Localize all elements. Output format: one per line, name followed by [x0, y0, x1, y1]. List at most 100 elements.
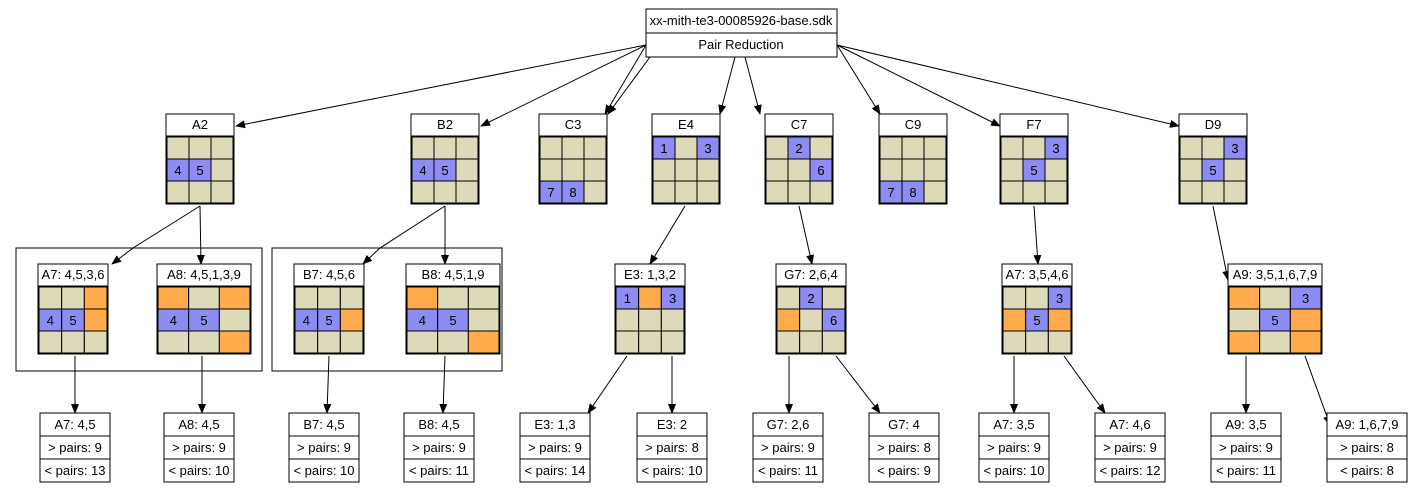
level2-node-7[interactable]: A9: 3,5,1,6,7,935 [1227, 263, 1323, 355]
cell-empty [188, 286, 220, 310]
level3-more: > pairs: 9 [528, 440, 582, 455]
cell-empty [188, 330, 220, 354]
level3-label: G7: 2,6 [767, 417, 810, 432]
cell-value: 5 [449, 313, 456, 328]
cell-empty [1044, 158, 1068, 182]
cell-empty [1000, 136, 1024, 160]
cell-empty [674, 158, 698, 182]
cell-empty [1047, 330, 1072, 354]
cell-empty [660, 330, 685, 354]
cell-candidate [1289, 308, 1322, 332]
edges [71, 44, 1331, 426]
cell-empty [406, 330, 439, 354]
edge-arrow [235, 44, 647, 129]
cell-value: 3 [704, 141, 711, 156]
cell-empty [317, 286, 341, 310]
level3-node-4[interactable]: E3: 1,3> pairs: 9< pairs: 14 [519, 412, 591, 483]
cell-empty [218, 308, 251, 332]
cell-empty [317, 330, 341, 354]
cell-empty [901, 158, 925, 182]
cell-empty [411, 136, 435, 160]
level3-node-1[interactable]: A8: 4,5> pairs: 9< pairs: 10 [163, 412, 235, 483]
cell-value: 5 [1271, 313, 1278, 328]
level2-node-6[interactable]: A7: 3,5,4,635 [1001, 263, 1073, 355]
level3-node-0[interactable]: A7: 4,5> pairs: 9< pairs: 13 [39, 412, 111, 483]
root-node[interactable]: xx-mith-te3-00085926-base.sdk Pair Reduc… [645, 8, 838, 58]
cell-value: 6 [830, 313, 837, 328]
level2-node-5[interactable]: G7: 2,6,426 [775, 263, 847, 355]
edge-arrow [835, 355, 881, 414]
level3-less: < pairs: 13 [44, 463, 105, 478]
cell-candidate [157, 286, 190, 310]
cell-value: 4 [303, 313, 310, 328]
cell-empty [294, 286, 319, 310]
cell-empty [539, 136, 563, 160]
cell-empty [1223, 158, 1247, 182]
cell-empty [539, 158, 563, 182]
cell-value: 3 [1302, 291, 1309, 306]
edge-arrow [1033, 205, 1042, 265]
level2-label: A7: 4,5,3,6 [42, 267, 105, 282]
level3-node-11[interactable]: A9: 1,6,7,9> pairs: 8< pairs: 8 [1326, 412, 1408, 483]
level3-more: > pairs: 9 [172, 440, 226, 455]
level3-node-3[interactable]: B8: 4,5> pairs: 9< pairs: 11 [403, 412, 475, 483]
level3-node-8[interactable]: A7: 3,5> pairs: 9< pairs: 10 [978, 412, 1050, 483]
edge-arrow [744, 56, 762, 115]
cell-empty [339, 286, 364, 310]
edge-arrow [439, 355, 448, 414]
cell-value: 4 [47, 313, 54, 328]
level2-label: E3: 1,3,2 [624, 267, 676, 282]
level3-node-9[interactable]: A7: 4,6> pairs: 9< pairs: 12 [1094, 412, 1166, 483]
cell-empty [821, 330, 846, 354]
level3-node-7[interactable]: G7: 4> pairs: 8< pairs: 9 [868, 412, 940, 483]
level3-more: > pairs: 9 [412, 440, 466, 455]
cell-empty [433, 180, 457, 204]
level1-label: F7 [1026, 117, 1041, 132]
cell-value: 7 [887, 185, 894, 200]
edge-arrow [798, 205, 814, 265]
cell-candidate [1228, 330, 1261, 354]
cell-empty [923, 158, 947, 182]
level1-label: A2 [192, 117, 208, 132]
edge-arrow [836, 44, 881, 115]
cell-value: 5 [325, 313, 332, 328]
level3-node-10[interactable]: A9: 3,5> pairs: 9< pairs: 11 [1210, 412, 1282, 483]
cell-empty [1025, 330, 1049, 354]
edge-arrow [836, 44, 1180, 128]
cluster-a2 [15, 247, 263, 372]
cell-empty [38, 286, 63, 310]
level3-node-2[interactable]: B7: 4,5> pairs: 9< pairs: 10 [288, 412, 360, 483]
cell-empty [188, 136, 212, 160]
cell-empty [433, 136, 457, 160]
level3-node-6[interactable]: G7: 2,6> pairs: 9< pairs: 11 [752, 412, 824, 483]
level1-label: C7 [791, 117, 808, 132]
cell-empty [455, 180, 479, 204]
level3-more: > pairs: 9 [48, 440, 102, 455]
level1-label: C3 [565, 117, 582, 132]
edge-arrow [649, 205, 686, 265]
edge-arrow [604, 44, 647, 115]
cell-candidate [1289, 330, 1322, 354]
cell-candidate [83, 286, 108, 310]
root-subtitle: Pair Reduction [698, 37, 783, 52]
level3-more: > pairs: 9 [987, 440, 1041, 455]
level3-node-5[interactable]: E3: 2> pairs: 8< pairs: 10 [636, 412, 708, 483]
cell-empty [1201, 136, 1225, 160]
cell-value: 7 [547, 185, 554, 200]
level3-less: < pairs: 10 [641, 463, 702, 478]
